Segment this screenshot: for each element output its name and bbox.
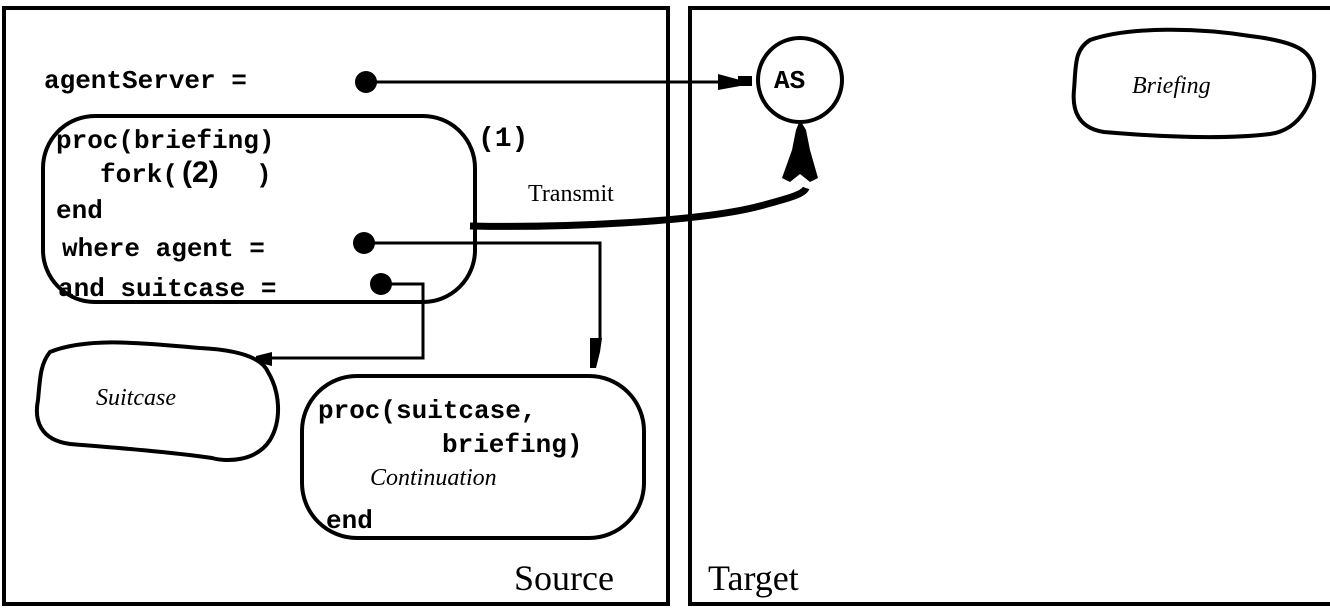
fork-text: fork( <box>100 160 179 190</box>
target-label: Target <box>708 558 799 598</box>
suitcase-link <box>268 282 425 360</box>
fork-close-paren: ) <box>256 160 272 190</box>
agent-server-text: agentServer = <box>44 66 247 96</box>
as-label: AS <box>774 66 806 96</box>
transmit-label: Transmit <box>528 181 614 207</box>
suitcase-arrowhead <box>256 352 272 366</box>
transmit-link <box>469 186 810 230</box>
continuation-end: end <box>326 506 373 536</box>
proc-briefing-text: proc(briefing) <box>56 126 275 156</box>
continuation-proc-line2: briefing) <box>442 430 583 460</box>
marker-1: (1) <box>478 124 529 155</box>
continuation-label: Continuation <box>370 465 497 491</box>
briefing-blob <box>1071 27 1317 140</box>
where-agent-text: where agent = <box>62 234 265 264</box>
agent-server-arrowhead <box>718 74 740 90</box>
suitcase-label: Suitcase <box>96 385 176 411</box>
briefing-label: Briefing <box>1132 73 1211 99</box>
source-panel <box>2 6 670 606</box>
and-suitcase-text: and suitcase = <box>58 274 277 304</box>
suitcase-blob <box>34 340 281 462</box>
fork-inner-marker-2: (2) <box>182 156 219 189</box>
agent-arrowhead <box>590 338 602 368</box>
agent-server-arrow-tip <box>738 76 752 86</box>
target-panel <box>688 6 1330 606</box>
briefing-proc-box <box>41 114 477 304</box>
transmit-arrowhead <box>782 120 818 182</box>
continuation-proc-line1: proc(suitcase, <box>318 396 537 426</box>
end-text: end <box>56 196 103 226</box>
continuation-box <box>300 374 646 540</box>
agent-link <box>364 241 602 340</box>
source-label: Source <box>514 558 614 598</box>
